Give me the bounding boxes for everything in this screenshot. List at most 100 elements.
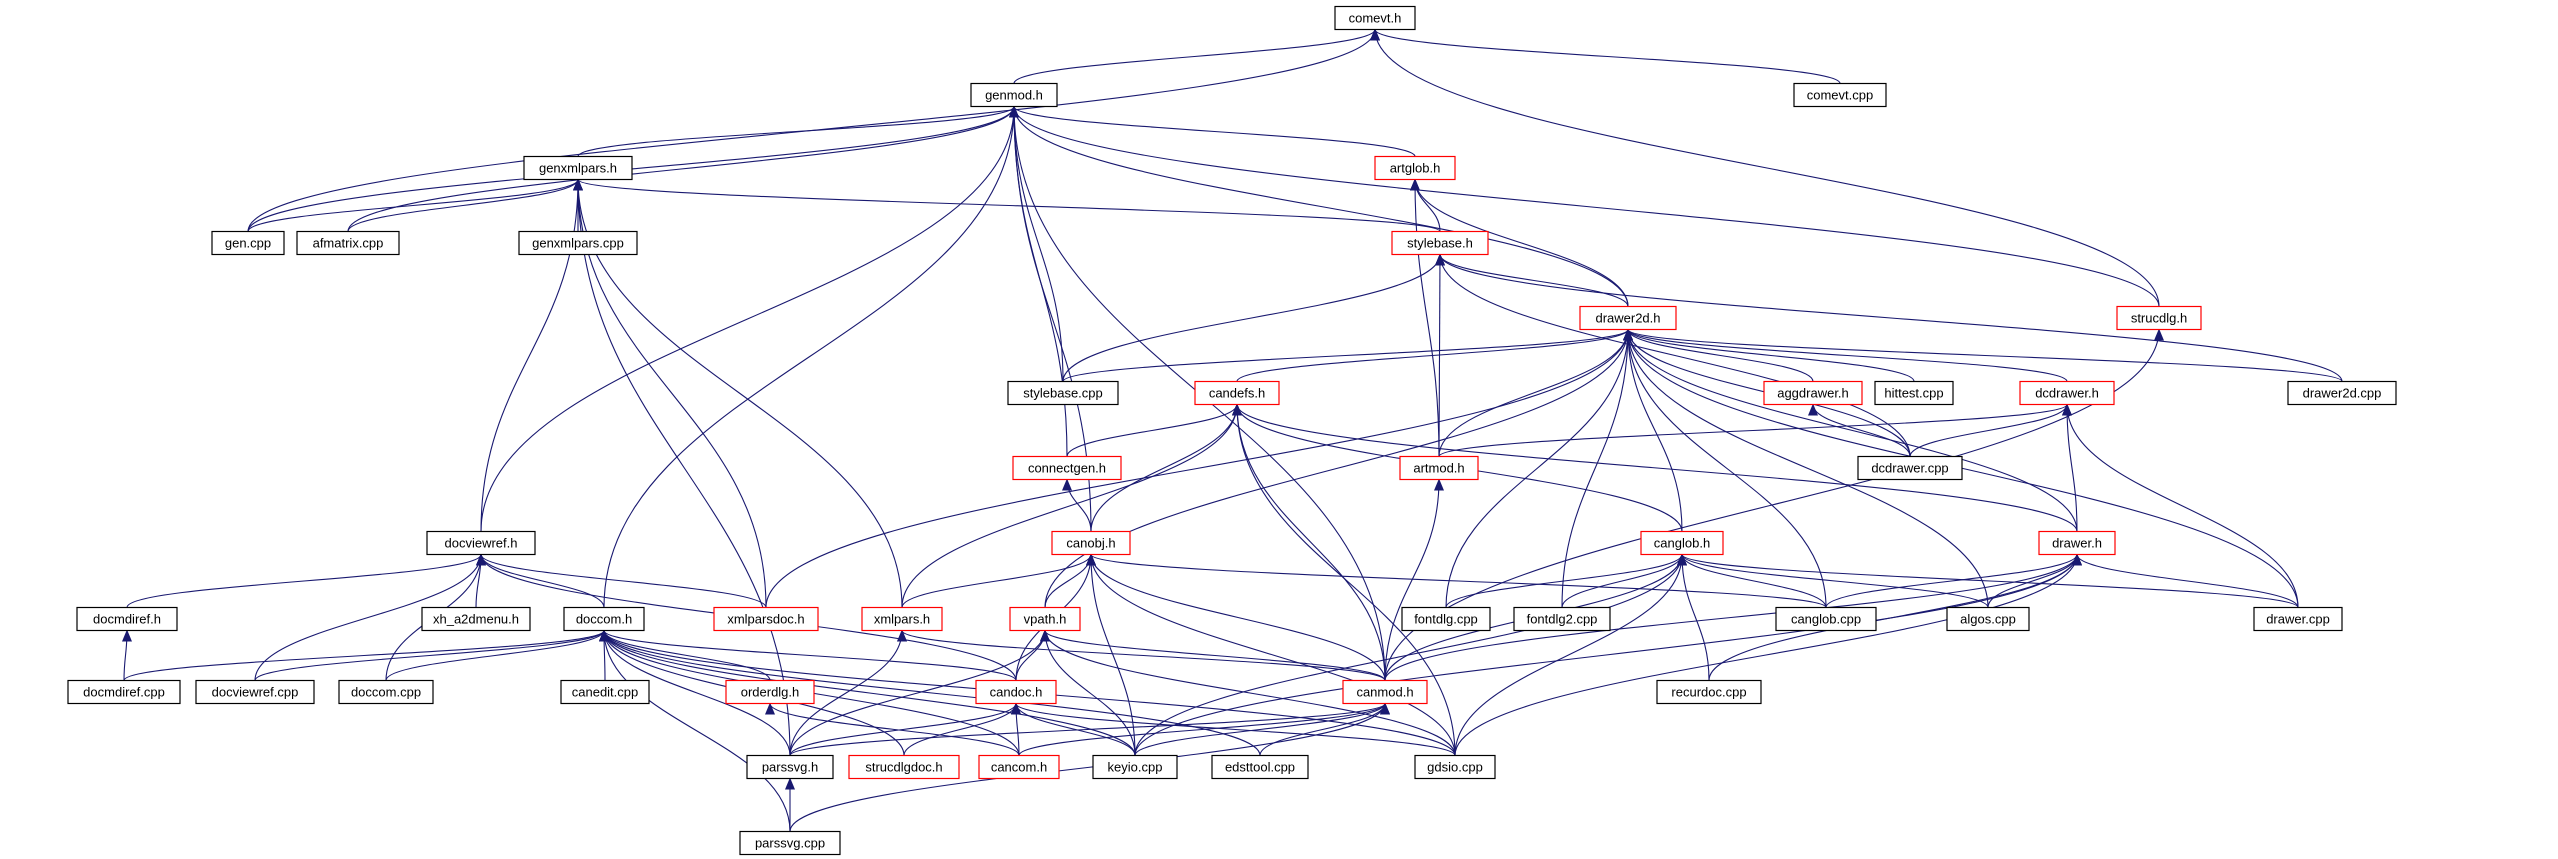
node-box-strucdlgdoc_h — [848, 754, 960, 780]
node-label-candoc_h: candoc.h — [990, 685, 1043, 700]
edge-drawer_cpp-to-dcdrawer_h — [2062, 403, 2299, 608]
node-box-doccom_cpp — [338, 679, 434, 705]
node-box-keyio_cpp — [1092, 754, 1178, 780]
node-strucdlgdoc_h[interactable]: strucdlgdoc.h — [848, 754, 960, 780]
node-candefs_h[interactable]: candefs.h — [1194, 380, 1280, 406]
edge-comevt_cpp-to-comevt_h — [1370, 28, 1841, 84]
edge-strucdlg_h-to-comevt_h — [1370, 28, 2160, 307]
node-xh_a2dmenu_h[interactable]: xh_a2dmenu.h — [421, 606, 531, 632]
node-box-drawer2d_cpp — [2287, 380, 2397, 406]
edge-parssvg_h-to-candoc_h — [789, 702, 1021, 756]
node-genxmlpars_h[interactable]: genxmlpars.h — [523, 155, 633, 181]
node-fontdlg2_cpp[interactable]: fontdlg2.cpp — [1513, 606, 1611, 632]
node-docmdiref_h[interactable]: docmdiref.h — [76, 606, 178, 632]
node-algos_cpp[interactable]: algos.cpp — [1946, 606, 2030, 632]
edge-edsttool_cpp-to-canmod_h — [1259, 702, 1390, 756]
edge-keyio_cpp-to-vpath_h — [1040, 629, 1136, 756]
edge-gdsio_cpp-to-canobj_h — [1086, 553, 1456, 756]
node-drawer_cpp[interactable]: drawer.cpp — [2253, 606, 2343, 632]
node-strucdlg_h[interactable]: strucdlg.h — [2116, 305, 2202, 331]
node-genxmlpars_cpp[interactable]: genxmlpars.cpp — [518, 230, 638, 256]
edge-canmod_h-to-canobj_h — [1086, 553, 1386, 681]
node-parssvg_cpp[interactable]: parssvg.cpp — [739, 830, 841, 856]
edge-fontdlg2_cpp-to-drawer2d_h — [1561, 328, 1633, 608]
node-drawer2d_h[interactable]: drawer2d.h — [1579, 305, 1677, 331]
edge-canmod_h-to-vpath_h — [1040, 629, 1386, 681]
node-orderdlg_h[interactable]: orderdlg.h — [725, 679, 815, 705]
edge-stylebase_h-to-artglob_h — [1410, 178, 1441, 232]
edge-drawer_cpp-to-drawer_h — [2072, 553, 2299, 608]
edge-parssvg_cpp-to-doccom_h — [599, 629, 791, 832]
node-xmlparsdoc_h[interactable]: xmlparsdoc.h — [713, 606, 819, 632]
edge-xmlpars_h-to-candefs_h — [901, 403, 1242, 608]
edge-drawer2d_h-to-genmod_h — [1009, 105, 1629, 307]
node-canglob_h[interactable]: canglob.h — [1640, 530, 1724, 556]
node-box-candefs_h — [1194, 380, 1280, 406]
node-canmod_h[interactable]: canmod.h — [1342, 679, 1428, 705]
node-box-fontdlg2_cpp — [1513, 606, 1611, 632]
node-docviewref_cpp[interactable]: docviewref.cpp — [195, 679, 315, 705]
node-aggdrawer_h[interactable]: aggdrawer.h — [1763, 380, 1863, 406]
node-canglob_cpp[interactable]: canglob.cpp — [1775, 606, 1877, 632]
node-dcdrawer_h[interactable]: dcdrawer.h — [2019, 380, 2115, 406]
node-stylebase_cpp[interactable]: stylebase.cpp — [1007, 380, 1119, 406]
node-box-stylebase_h — [1391, 230, 1489, 256]
node-box-stylebase_cpp — [1007, 380, 1119, 406]
node-doccom_h[interactable]: doccom.h — [563, 606, 645, 632]
node-comevt_cpp[interactable]: comevt.cpp — [1793, 82, 1887, 108]
edge-connectgen_h-to-candefs_h — [1066, 403, 1242, 457]
edge-parssvg_cpp-to-canmod_h — [789, 702, 1390, 832]
node-parssvg_h[interactable]: parssvg.h — [746, 754, 834, 780]
node-gen_cpp[interactable]: gen.cpp — [211, 230, 285, 256]
node-box-cancom_h — [978, 754, 1060, 780]
node-artmod_h[interactable]: artmod.h — [1399, 455, 1479, 481]
edge-artglob_h-to-genmod_h — [1009, 105, 1416, 157]
edge-vpath_h-to-drawer2d_h — [1044, 328, 1633, 608]
node-box-artmod_h — [1399, 455, 1479, 481]
node-canedit_cpp[interactable]: canedit.cpp — [560, 679, 650, 705]
edge-fontdlg_cpp-to-canglob_h — [1445, 553, 1687, 608]
node-docviewref_h[interactable]: docviewref.h — [426, 530, 536, 556]
edge-docmdiref_h-to-docviewref_h — [126, 553, 486, 608]
node-label-parssvg_h: parssvg.h — [762, 760, 818, 775]
node-candoc_h[interactable]: candoc.h — [975, 679, 1057, 705]
node-xmlpars_h[interactable]: xmlpars.h — [861, 606, 943, 632]
node-label-doccom_h: doccom.h — [576, 612, 632, 627]
node-edsttool_cpp[interactable]: edsttool.cpp — [1211, 754, 1309, 780]
edge-docviewref_cpp-to-docviewref_h — [254, 553, 486, 681]
node-cancom_h[interactable]: cancom.h — [978, 754, 1060, 780]
edge-afmatrix_cpp-to-genmod_h — [347, 105, 1019, 232]
node-canobj_h[interactable]: canobj.h — [1051, 530, 1131, 556]
node-artglob_h[interactable]: artglob.h — [1374, 155, 1456, 181]
node-label-dcdrawer_h: dcdrawer.h — [2035, 386, 2099, 401]
node-afmatrix_cpp[interactable]: afmatrix.cpp — [296, 230, 400, 256]
node-label-drawer2d_cpp: drawer2d.cpp — [2303, 386, 2382, 401]
edge-keyio_cpp-to-canobj_h — [1086, 553, 1136, 756]
node-dcdrawer_cpp[interactable]: dcdrawer.cpp — [1857, 455, 1963, 481]
node-drawer_h[interactable]: drawer.h — [2038, 530, 2116, 556]
node-gdsio_cpp[interactable]: gdsio.cpp — [1414, 754, 1496, 780]
edge-keyio_cpp-to-canmod_h — [1134, 702, 1390, 756]
node-hittest_cpp[interactable]: hittest.cpp — [1874, 380, 1954, 406]
node-docmdiref_cpp[interactable]: docmdiref.cpp — [67, 679, 181, 705]
node-stylebase_h[interactable]: stylebase.h — [1391, 230, 1489, 256]
edge-strucdlg_h-to-genmod_h — [1009, 105, 2160, 307]
node-doccom_cpp[interactable]: doccom.cpp — [338, 679, 434, 705]
node-label-keyio_cpp: keyio.cpp — [1108, 760, 1163, 775]
node-vpath_h[interactable]: vpath.h — [1009, 606, 1081, 632]
node-box-strucdlg_h — [2116, 305, 2202, 331]
node-label-docviewref_h: docviewref.h — [445, 536, 518, 551]
node-box-docmdiref_h — [76, 606, 178, 632]
node-genmod_h[interactable]: genmod.h — [970, 82, 1058, 108]
node-label-drawer2d_h: drawer2d.h — [1595, 311, 1660, 326]
node-box-orderdlg_h — [725, 679, 815, 705]
node-fontdlg_cpp[interactable]: fontdlg.cpp — [1401, 606, 1491, 632]
edge-parssvg_h-to-canmod_h — [789, 702, 1390, 756]
node-drawer2d_cpp[interactable]: drawer2d.cpp — [2287, 380, 2397, 406]
node-box-xh_a2dmenu_h — [421, 606, 531, 632]
edge-keyio_cpp-to-drawer_h — [1134, 553, 2082, 756]
node-label-canobj_h: canobj.h — [1066, 536, 1115, 551]
node-connectgen_h[interactable]: connectgen.h — [1012, 455, 1122, 481]
node-keyio_cpp[interactable]: keyio.cpp — [1092, 754, 1178, 780]
node-recurdoc_cpp[interactable]: recurdoc.cpp — [1656, 679, 1762, 705]
